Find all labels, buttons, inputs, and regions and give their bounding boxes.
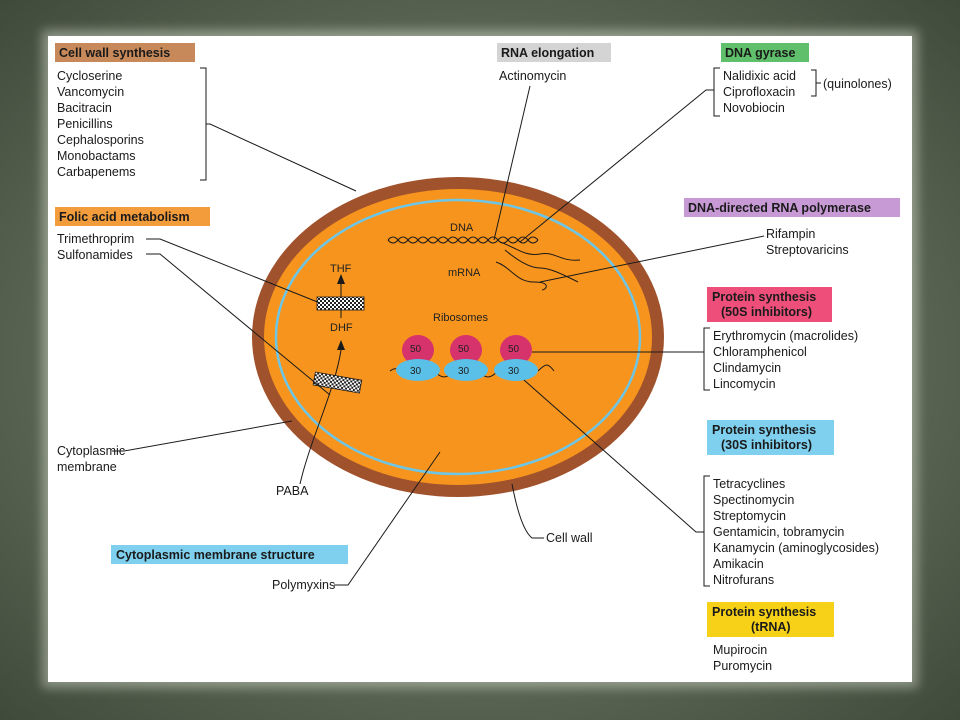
cytoplasmic-membrane-ring [274, 198, 642, 476]
drug-item: Polymyxins [272, 578, 335, 592]
ribosome-2: 50 30 [444, 335, 488, 381]
protein-30s-title: Protein synthesis [712, 423, 816, 437]
quinolone-bracket [811, 69, 821, 97]
rna-polymerase-header [684, 198, 900, 217]
protein-50s-header [707, 287, 832, 322]
drug-item: Actinomycin [499, 69, 566, 83]
ribosome-1: 50 30 [396, 335, 440, 381]
cytoplasmic-membrane-label-line2: membrane [57, 460, 117, 474]
drug-item: Bacitracin [57, 101, 112, 115]
group-membrane-structure: Cytoplasmic membrane structure Polymyxin… [111, 451, 441, 592]
protein-50s-subtitle: (50S inhibitors) [721, 305, 812, 319]
drug-item: Sulfonamides [57, 248, 133, 262]
drug-item: Ciprofloxacin [723, 85, 795, 99]
drug-item: Streptomycin [713, 509, 786, 523]
bracket [523, 379, 710, 587]
ribosome-30-subunit [396, 359, 440, 381]
bracket [532, 327, 710, 391]
ribosomes-label: Ribosomes [433, 312, 489, 324]
ribosome-50-label: 50 [458, 344, 470, 355]
quinolones-note: (quinolones) [823, 77, 892, 91]
drug-item: Amikacin [713, 557, 764, 571]
cytoplasmic-membrane-label: Cytoplasmic [57, 444, 125, 458]
protein-trna-header [707, 602, 834, 637]
drug-item: Puromycin [713, 659, 772, 673]
cell-wall-label: Cell wall [546, 531, 593, 545]
dna-strand [387, 236, 539, 244]
drug-item: Erythromycin (macrolides) [713, 329, 858, 343]
ribosome-30-subunit [494, 359, 538, 381]
drug-item: Cephalosporins [57, 133, 144, 147]
thf-label: THF [330, 263, 352, 275]
membrane-structure-title: Cytoplasmic membrane structure [116, 548, 315, 562]
drug-item: Chloramphenicol [713, 345, 807, 359]
dna-gyrase-title: DNA gyrase [725, 46, 795, 60]
drug-item: Rifampin [766, 227, 815, 241]
group-protein-50s: Protein synthesis (50S inhibitors) Eryth… [532, 287, 858, 391]
drug-item: Vancomycin [57, 85, 124, 99]
group-dna-gyrase: DNA gyrase Nalidixic acid Ciprofloxacin … [519, 43, 892, 243]
cytoplasm [264, 189, 652, 485]
ribosome-50-label: 50 [410, 344, 422, 355]
protein-trna-title: Protein synthesis [712, 605, 816, 619]
drug-item: Novobiocin [723, 101, 785, 115]
ribosome-50-subunit [500, 335, 532, 365]
group-rna-elongation: RNA elongation Actinomycin [493, 43, 611, 241]
ribosome-30-label: 30 [410, 366, 422, 377]
membrane-structure-header [111, 545, 348, 564]
drug-item: Kanamycin (aminoglycosides) [713, 541, 879, 555]
drug-item: Nalidixic acid [723, 69, 796, 83]
ribosome-50-subunit [402, 335, 434, 365]
protein-30s-subtitle: (30S inhibitors) [721, 438, 812, 452]
mrna-strands [495, 241, 581, 291]
thf-arrowhead [337, 274, 345, 284]
drug-item: Clindamycin [713, 361, 781, 375]
rna-elongation-title: RNA elongation [501, 46, 594, 60]
rna-polymerase-title: DNA-directed RNA polymerase [688, 201, 871, 215]
ribosome-30-label: 30 [508, 366, 520, 377]
drug-item: Spectinomycin [713, 493, 794, 507]
drug-item: Streptovaricins [766, 243, 849, 257]
dna-label: DNA [450, 222, 474, 234]
paba-label: PABA [276, 484, 309, 498]
drug-item: Lincomycin [713, 377, 776, 391]
group-rna-polymerase: DNA-directed RNA polymerase Rifampin Str… [539, 198, 900, 283]
ribosome-50-subunit [450, 335, 482, 365]
dhf-label: DHF [330, 322, 353, 334]
dhf-arrowhead [337, 340, 345, 350]
group-folic-acid: Folic acid metabolism Trimethroprim Sulf… [55, 207, 331, 396]
folic-acid-title: Folic acid metabolism [59, 210, 190, 224]
drug-item: Nitrofurans [713, 573, 774, 587]
protein-50s-title: Protein synthesis [712, 290, 816, 304]
bracket [519, 67, 720, 243]
mrna-label: mRNA [448, 267, 481, 279]
ribosome-50-label: 50 [508, 344, 520, 355]
dna-gyrase-header [721, 43, 809, 62]
group-protein-30s: Protein synthesis (30S inhibitors) Tetra… [523, 379, 879, 587]
ribosome-3: 50 30 [494, 335, 538, 381]
folic-acid-header [55, 207, 210, 226]
ribosome-30-label: 30 [458, 366, 470, 377]
cell-wall-synthesis-header [55, 43, 195, 62]
drug-item: Tetracyclines [713, 477, 785, 491]
drug-item: Cycloserine [57, 69, 122, 83]
protein-30s-header [707, 420, 834, 455]
group-cell-wall-synthesis: Cell wall synthesis Cycloserine Vancomyc… [55, 43, 357, 192]
drug-item: Penicillins [57, 117, 113, 131]
group-protein-trna: Protein synthesis (tRNA) Mupirocin Purom… [707, 602, 834, 673]
drug-item: Mupirocin [713, 643, 767, 657]
ribosome-30-subunit [444, 359, 488, 381]
bracket [200, 67, 357, 192]
drug-item: Monobactams [57, 149, 136, 163]
protein-trna-subtitle: (tRNA) [751, 620, 791, 634]
rna-elongation-header [497, 43, 611, 62]
drug-item: Trimethroprim [57, 232, 134, 246]
drug-item: Gentamicin, tobramycin [713, 525, 844, 539]
cell-wall-synthesis-title: Cell wall synthesis [59, 46, 170, 60]
sulfonamide-block [312, 371, 363, 394]
trimethoprim-block [316, 296, 365, 311]
drug-item: Carbapenems [57, 165, 136, 179]
